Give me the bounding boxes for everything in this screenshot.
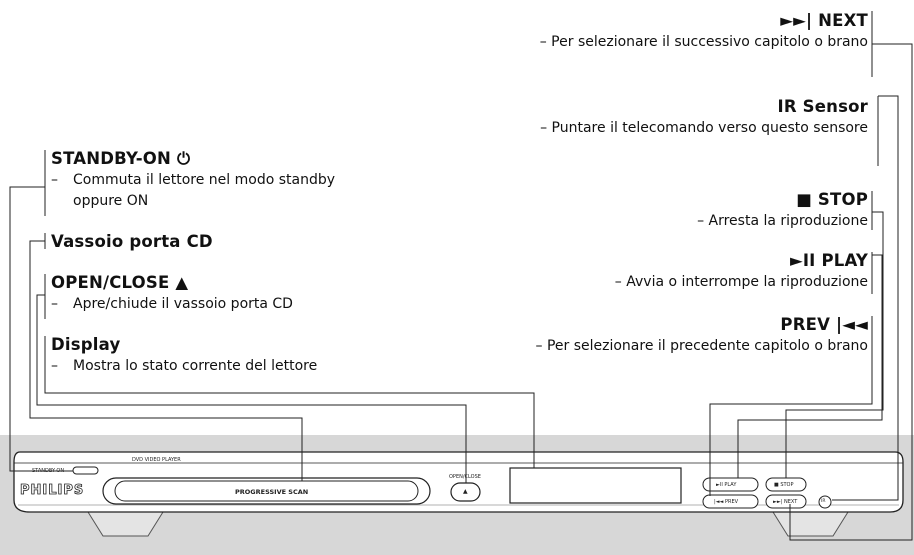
stop-annotation: ■ STOP – Arresta la riproduzione [528,189,868,232]
prev-title: PREV |◄◄ [780,315,868,334]
prev-desc: – Per selezionare il precedente capitolo… [535,338,869,354]
play-annotation: ►II PLAY – Avvia o interrompe la riprodu… [508,250,868,293]
next-button-shape [765,494,807,509]
prev-button-label: |◄◄ PREV [714,499,739,505]
openclose-label: OPEN/CLOSE [449,474,481,480]
openclose-desc: Apre/chiude il vassoio porta CD [73,296,293,312]
display-dash: – [51,358,58,374]
next-title: ►►| NEXT [780,11,868,30]
tray-inner [114,480,419,502]
standby-button [72,466,99,475]
play-desc: – Avvia o interrompe la riproduzione [614,274,868,290]
next-desc: – Per selezionare il successivo capitolo… [539,34,868,50]
philips-logo: PHILIPS [20,483,85,499]
tray-text: PROGRESSIVE SCAN [235,488,309,496]
display-desc: Mostra lo stato corrente del lettore [73,358,318,374]
display-title: Display [51,335,121,354]
play-button-shape [702,477,759,492]
prev-annotation: PREV |◄◄ – Per selezionare il precedente… [488,314,869,357]
openclose-dash: – [51,296,58,312]
openclose-title: OPEN/CLOSE ▲ [51,273,189,292]
standby-title: STANDBY-ON ⏻ [51,149,191,168]
stop-desc: – Arresta la riproduzione [697,213,868,229]
ir-desc: – Puntare il telecomando verso questo se… [540,120,868,136]
standby-label: STANDBY-ON [32,468,65,474]
leader-lines [9,11,913,541]
openclose-symbol: ▲ [463,488,468,495]
ir-sensor-shape [818,495,832,509]
ir-label: IR [821,499,826,504]
ir-annotation: IR Sensor – Puntare il telecomando verso… [528,96,868,139]
standby-desc: Commuta il lettore nel modo standby oppu… [73,172,336,209]
play-button-label: ►II PLAY [716,482,737,488]
display-window [509,467,682,504]
standby-annotation: STANDBY-ON ⏻ – Commuta il lettore nel mo… [51,148,381,212]
tray-annotation: Vassoio porta CD [51,231,381,253]
prev-button-shape [702,494,759,509]
standby-dash: – [51,172,58,188]
ir-title: IR Sensor [777,97,868,116]
stop-button-label: ■ STOP [774,482,794,488]
tray-title: Vassoio porta CD [51,232,213,251]
openclose-annotation: OPEN/CLOSE ▲ – Apre/chiude il vassoio po… [51,272,381,315]
display-annotation: Display – Mostra lo stato corrente del l… [51,334,391,377]
next-button-label: ►►| NEXT [773,499,798,505]
play-title: ►II PLAY [789,251,868,270]
stop-title: ■ STOP [796,190,868,209]
next-annotation: ►►| NEXT – Per selezionare il successivo… [508,10,868,53]
model-label: DVD VIDEO PLAYER [132,457,181,463]
